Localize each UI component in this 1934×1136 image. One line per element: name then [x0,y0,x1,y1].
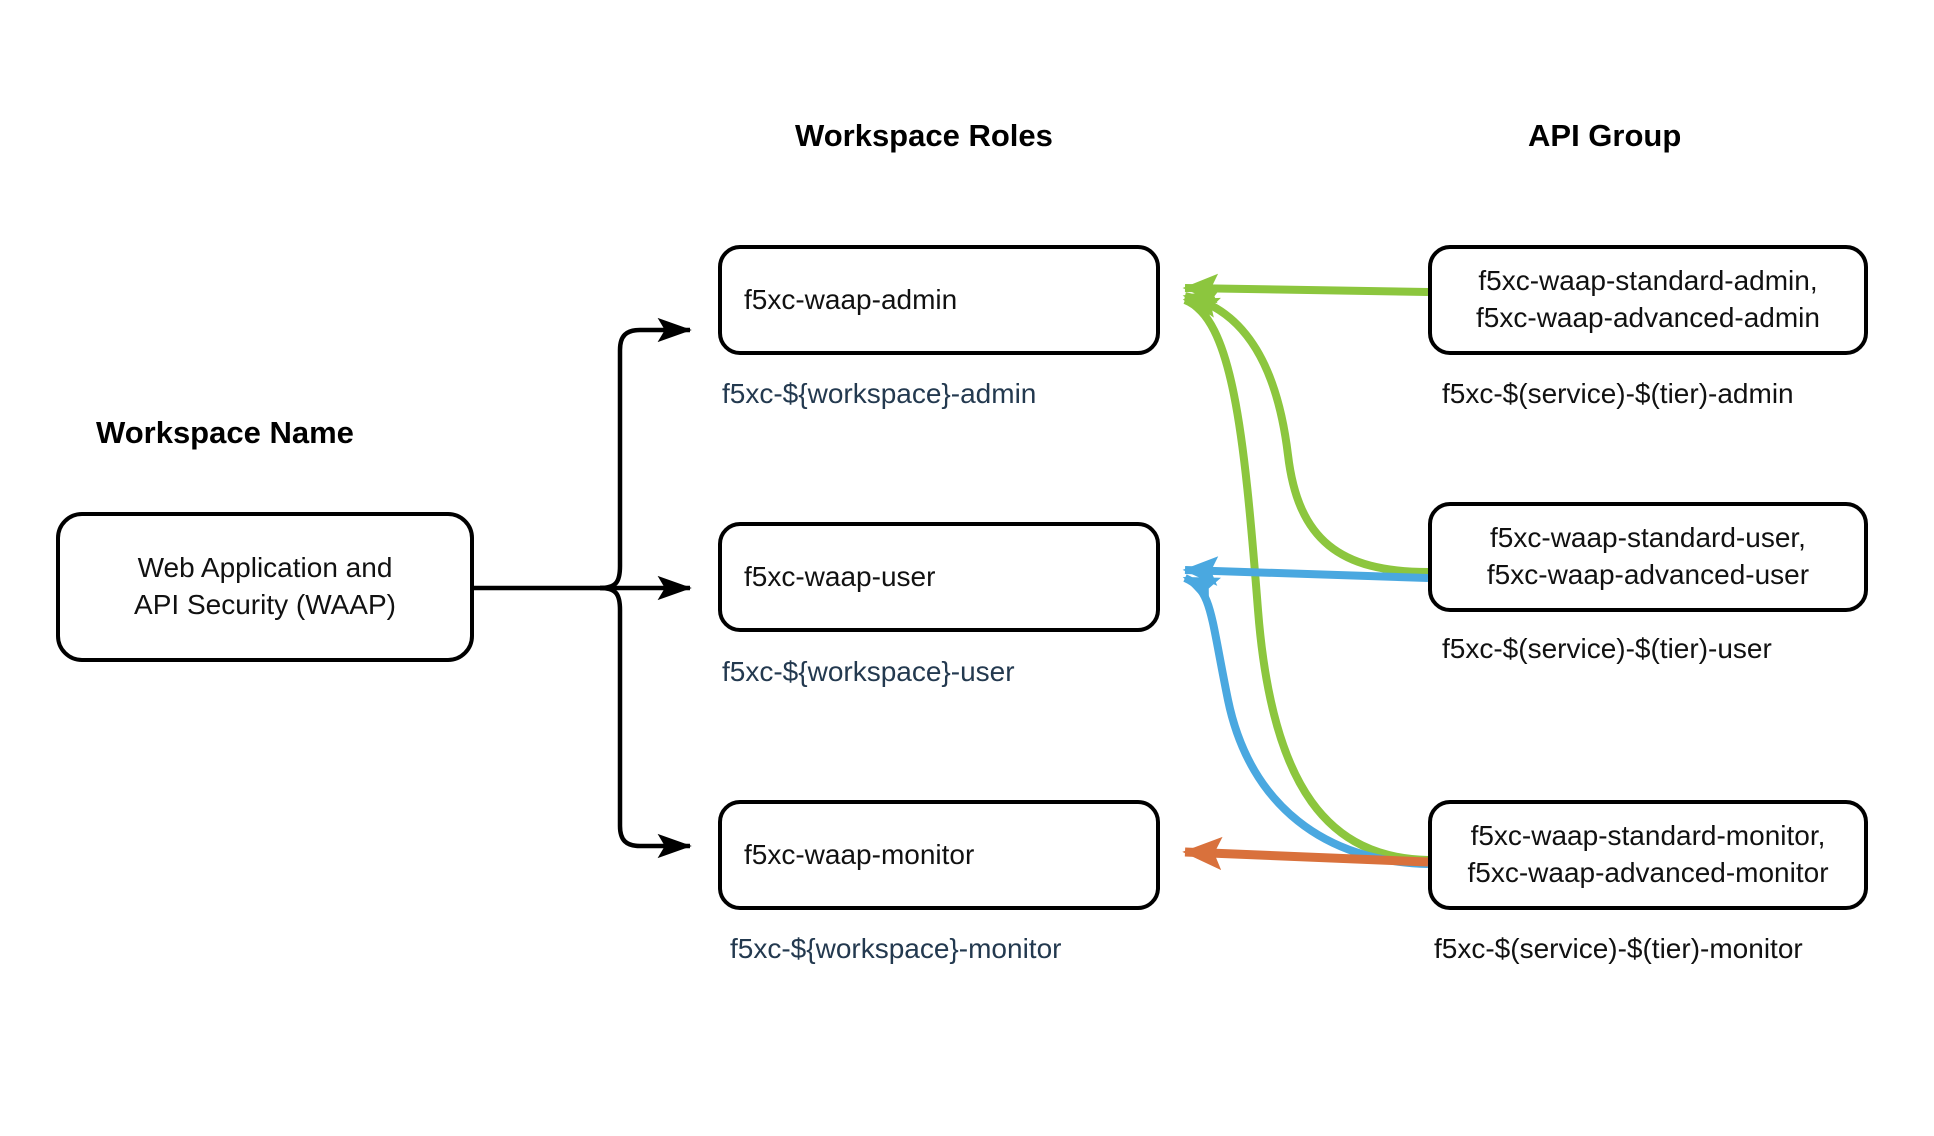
connector-api-monitor-to-role-user [1182,574,1429,868]
node-role-admin-label: f5xc-waap-admin [744,283,958,315]
node-api-group-monitor-line2: f5xc-waap-advanced-monitor [1467,857,1829,888]
node-role-user-label: f5xc-waap-user [744,560,936,592]
node-workspace-name[interactable]: Web Application and API Security (WAAP) [56,512,474,662]
connector-api-admin-to-role-admin [1182,273,1429,304]
connector-api-monitor-to-role-monitor [1182,836,1429,871]
connector-api-monitor-to-role-admin [1182,296,1429,864]
node-api-group-monitor[interactable]: f5xc-waap-standard-monitor, f5xc-waap-ad… [1428,800,1868,910]
sublabel-api-group-monitor: f5xc-$(service)-$(tier)-monitor [1434,933,1803,964]
workspace-name-line2: API Security (WAAP) [134,589,396,620]
node-role-user[interactable]: f5xc-waap-user [718,522,1160,632]
node-api-group-user[interactable]: f5xc-waap-standard-user, f5xc-waap-advan… [1428,502,1868,612]
node-api-group-user-line1: f5xc-waap-standard-user, [1490,522,1806,554]
node-api-group-admin-line1: f5xc-waap-standard-admin, [1478,265,1818,297]
connector-api-user-to-role-user [1182,556,1429,586]
sublabel-api-group-admin: f5xc-$(service)-$(tier)-admin [1442,378,1794,409]
connector-workspace-to-admin [599,317,692,591]
heading-workspace-name: Workspace Name [96,415,354,450]
node-role-monitor-label: f5xc-waap-monitor [744,838,975,870]
heading-api-group: API Group [1528,118,1682,153]
node-api-group-user-line2: f5xc-waap-advanced-user [1486,559,1810,590]
sublabel-api-group-user: f5xc-$(service)-$(tier)-user [1442,633,1772,664]
node-api-group-admin-line2: f5xc-waap-advanced-admin [1476,302,1820,333]
heading-workspace-roles: Workspace Roles [795,118,1053,153]
connector-api-user-to-role-admin [1182,288,1429,576]
sublabel-role-admin: f5xc-${workspace}-admin [722,378,1037,409]
node-api-group-monitor-line1: f5xc-waap-standard-monitor, [1470,820,1826,852]
sublabel-role-user: f5xc-${workspace}-user [722,656,1015,687]
connector-workspace-to-monitor [599,585,692,859]
node-role-admin[interactable]: f5xc-waap-admin [718,245,1160,355]
workspace-name-line1: Web Application and [137,552,393,584]
node-role-monitor[interactable]: f5xc-waap-monitor [718,800,1160,910]
sublabel-role-monitor: f5xc-${workspace}-monitor [730,933,1062,964]
node-api-group-admin[interactable]: f5xc-waap-standard-admin, f5xc-waap-adva… [1428,245,1868,355]
